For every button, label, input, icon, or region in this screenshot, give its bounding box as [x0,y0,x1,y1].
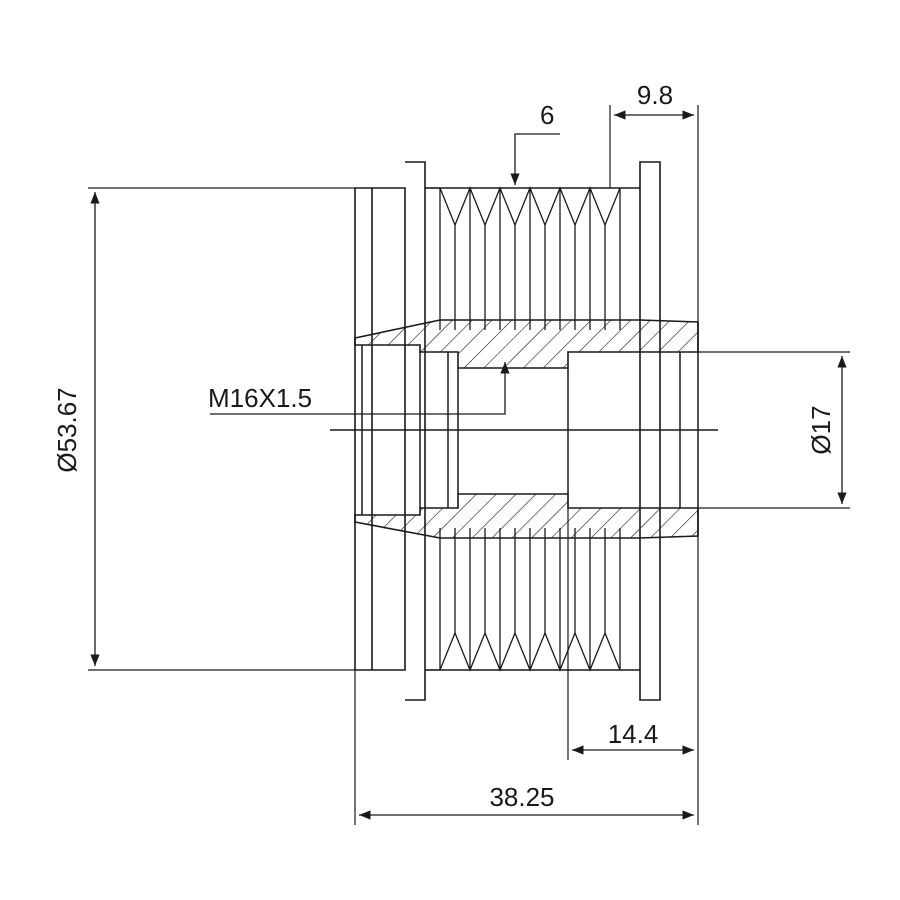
outer-diameter-label: Ø53.67 [52,387,82,472]
dim-outer-diameter: Ø53.67 [52,187,355,671]
dim-bore-length: 14.4 [567,494,699,825]
dim-total-length: 38.25 [354,670,694,825]
ribs-label: 6 [540,100,554,130]
dim-ribs: 6 [510,100,560,185]
flange-width-label: 9.8 [637,80,673,110]
hub-section [354,319,699,539]
pulley-body [354,161,661,701]
bore-diameter-label: Ø17 [806,405,836,454]
ribs-bottom [439,528,621,672]
bore-length-label: 14.4 [608,719,659,749]
dim-thread: M16X1.5 [208,362,510,415]
thread-label: M16X1.5 [208,383,312,413]
dim-bore-diameter: Ø17 [698,351,850,509]
total-length-label: 38.25 [489,782,554,812]
dim-flange-width: 9.8 [609,80,699,322]
ribs-top [439,186,621,330]
